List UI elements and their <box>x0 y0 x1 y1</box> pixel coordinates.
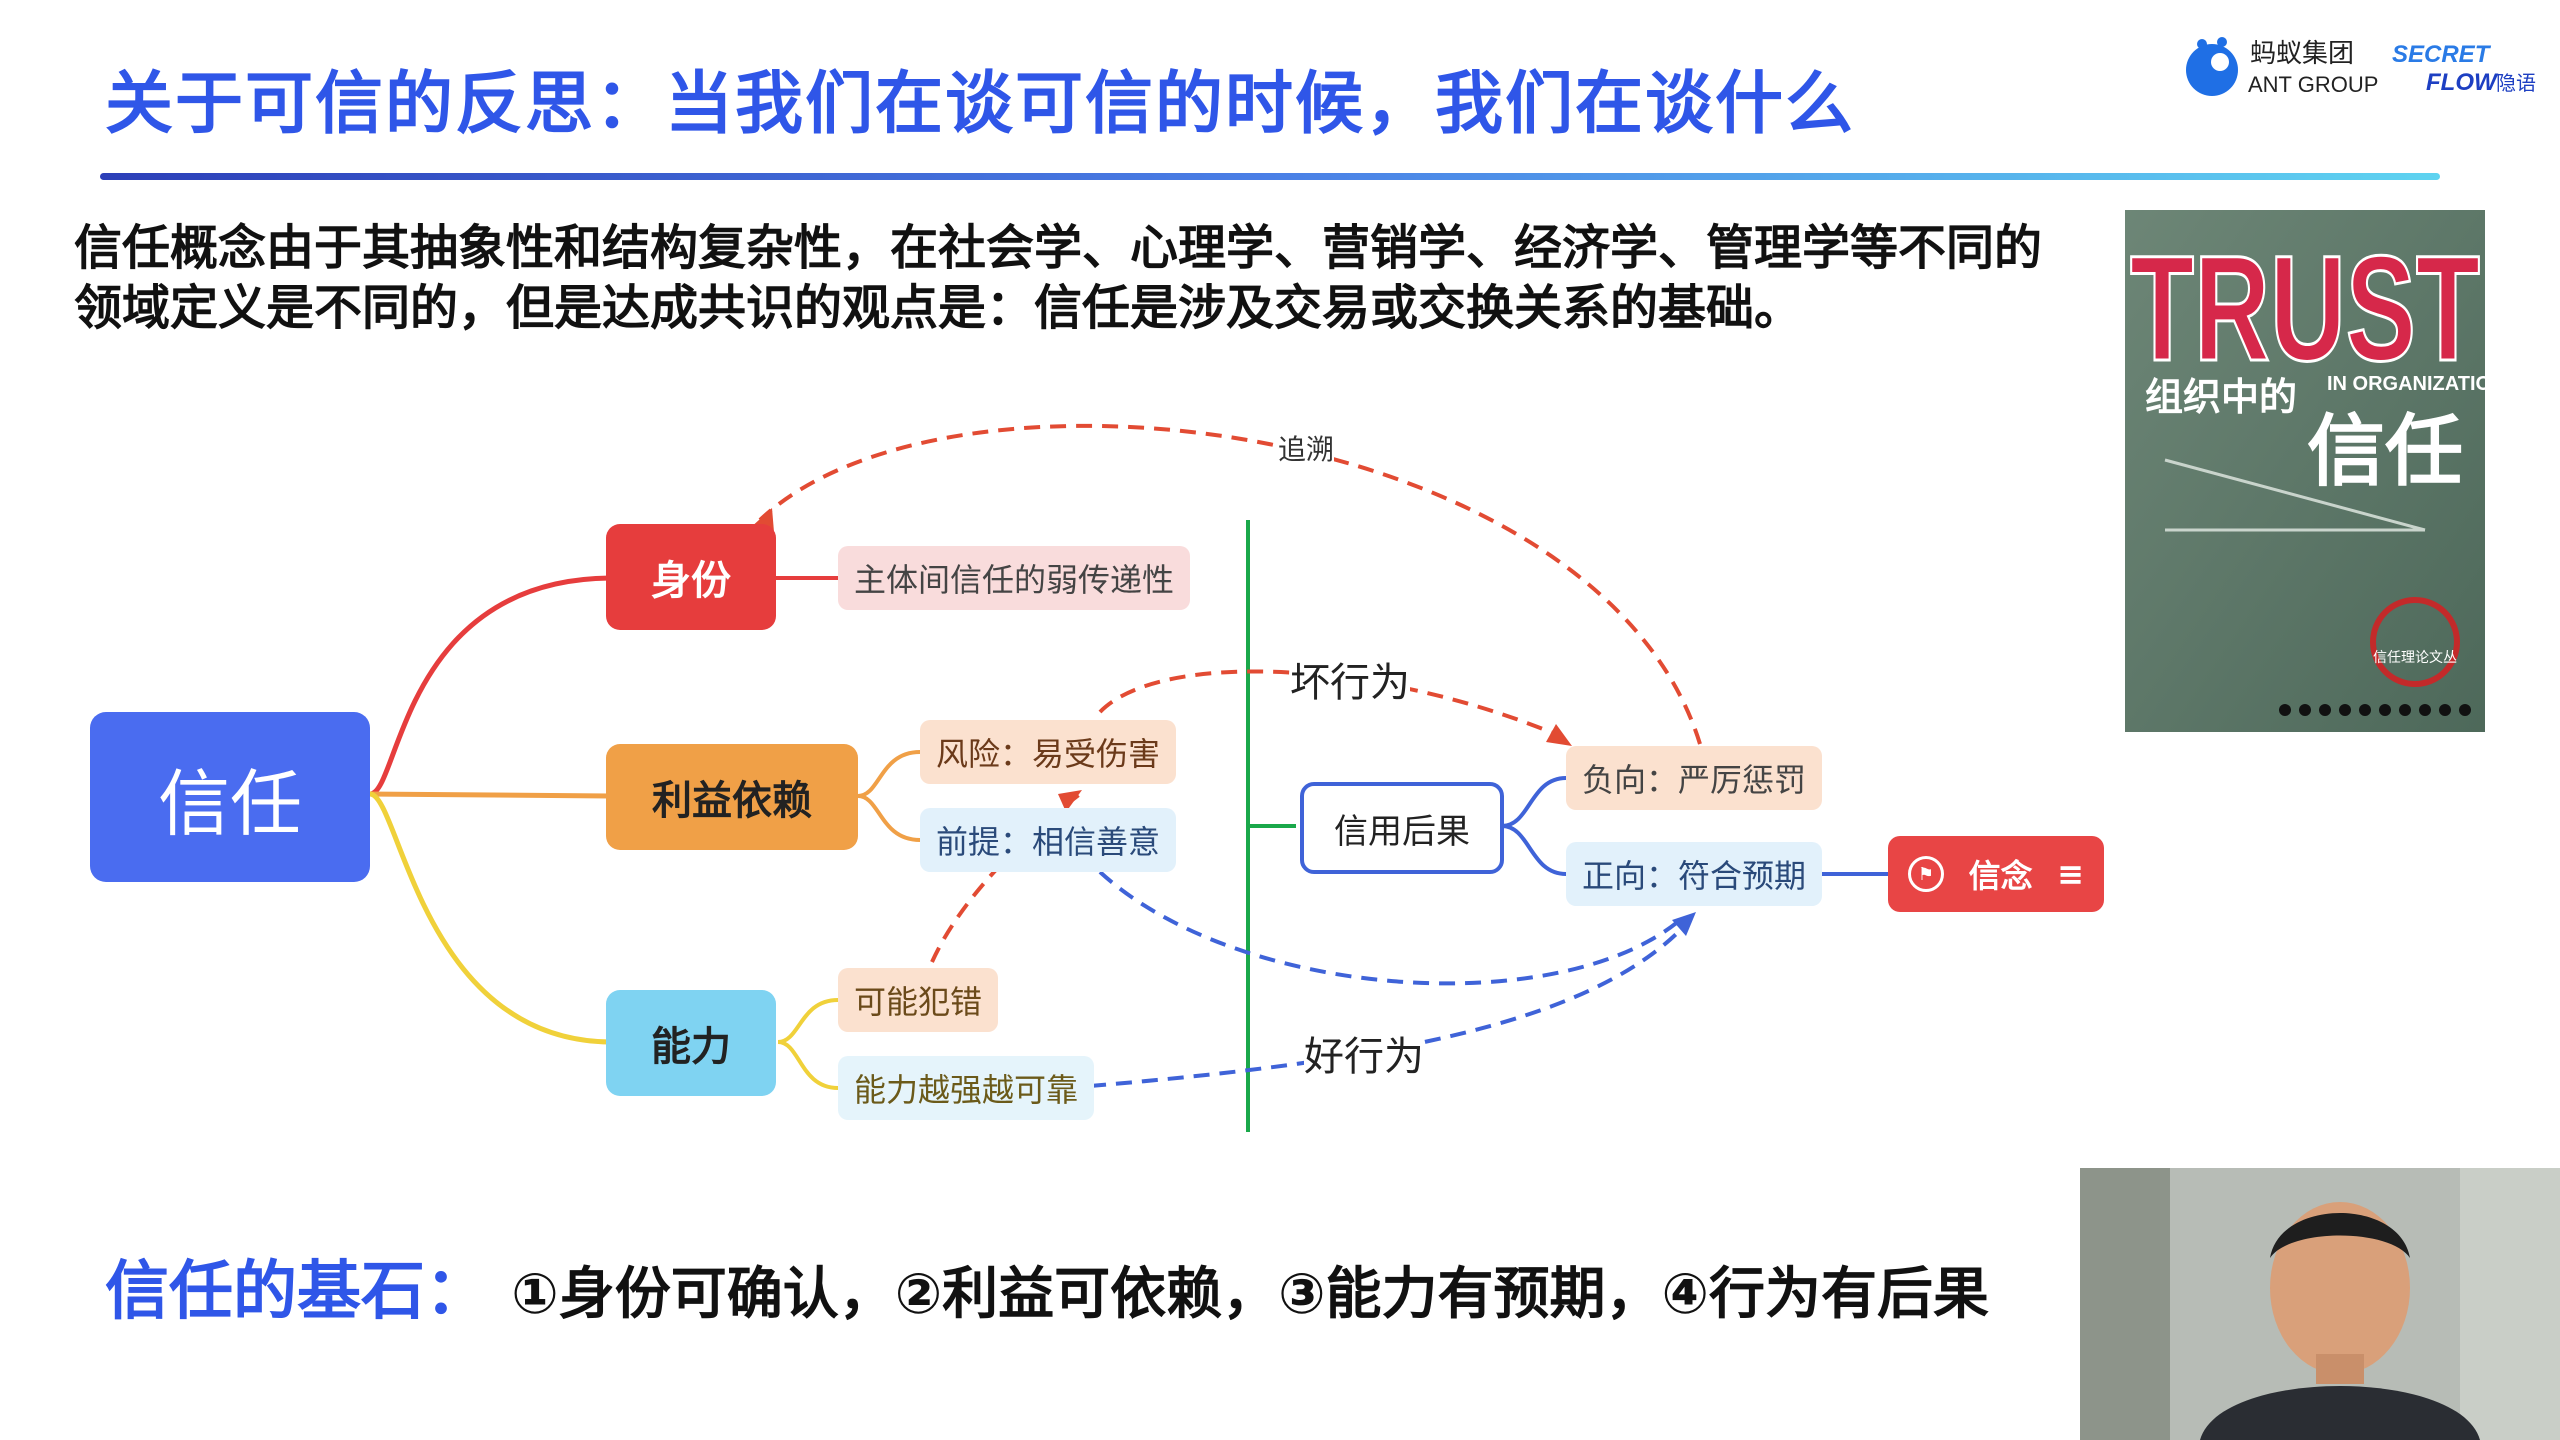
branch-ability: 能力 <box>606 990 776 1096</box>
trace-arc <box>758 423 1702 745</box>
speaker-webcam <box>2080 1168 2560 1440</box>
trust-mindmap: 信任 身份 利益依赖 能力 主体间信任的弱传递性 风险：易受伤害 前提：相信善意… <box>0 380 2150 1160</box>
slide-title: 关于可信的反思：当我们在谈可信的时候，我们在谈什么 <box>105 65 1856 144</box>
footer-cornerstones: 信任的基石： ①身份可确认，②利益可依赖，③能力有预期，④行为有后果 <box>105 1240 1989 1332</box>
good-behavior-arc <box>1089 918 1692 1088</box>
title-underline <box>100 173 2440 180</box>
svg-text:蚂蚁集团: 蚂蚁集团 <box>2250 39 2354 69</box>
book-cover-image: TRUST 组织中的 IN ORGANIZATIONS 信任 信任理论文丛 <box>2125 210 2519 732</box>
svg-text:信任理论文丛: 信任理论文丛 <box>2373 650 2457 666</box>
leaf-may-err: 可能犯错 <box>838 968 999 1032</box>
leaf-stronger-reliable: 能力越强越可靠 <box>838 1056 1095 1120</box>
footer-text: ①身份可确认，②利益可依赖，③能力有预期，④行为有后果 <box>511 1262 1989 1327</box>
svg-text:FLOW: FLOW <box>2426 69 2499 96</box>
svg-text:隐语: 隐语 <box>2496 71 2536 95</box>
svg-text:SECRET: SECRET <box>2392 41 2492 68</box>
leaf-premise: 前提：相信善意 <box>920 808 1177 872</box>
svg-text:组织中的: 组织中的 <box>2145 375 2297 419</box>
bad-behavior-arc <box>1098 669 1561 738</box>
ant-logo-icon <box>2186 44 2238 96</box>
edge-root-identity <box>369 575 611 797</box>
positive-consequence: 正向：符合预期 <box>1566 842 1823 906</box>
root-node-trust: 信任 <box>90 712 370 882</box>
leaf-risk: 风险：易受伤害 <box>920 720 1177 784</box>
svg-text:ANT GROUP: ANT GROUP <box>2248 72 2378 97</box>
flag-icon: ⚑ <box>1908 856 1944 892</box>
leaf-weak-transitivity: 主体间信任的弱传递性 <box>838 546 1191 610</box>
belief-node[interactable]: ⚑ 信念 ≡ <box>1888 836 2104 912</box>
premise-to-positive-arc <box>1098 870 1682 986</box>
svg-text:TRUST: TRUST <box>2130 224 2480 392</box>
credit-outcome-node: 信用后果 <box>1300 782 1504 874</box>
negative-consequence: 负向：严厉惩罚 <box>1566 746 1823 810</box>
intro-paragraph: 信任概念由于其抽象性和结构复杂性，在社会学、心理学、营销学、经济学、管理学等不同… <box>74 220 2043 336</box>
edge-root-interest <box>369 791 611 799</box>
menu-icon: ≡ <box>2057 855 2084 893</box>
branch-identity: 身份 <box>606 524 776 630</box>
edge-label-bad-behavior: 坏行为 <box>1290 650 1410 708</box>
branch-interest: 利益依赖 <box>606 744 858 850</box>
edge-label-good-behavior: 好行为 <box>1304 1024 1424 1082</box>
edge-label-trace: 追溯 <box>1278 428 1335 468</box>
edge-root-ability <box>369 791 611 1045</box>
svg-text:信任: 信任 <box>2307 407 2463 497</box>
svg-text:IN ORGANIZATIONS: IN ORGANIZATIONS <box>2327 373 2485 395</box>
footer-label: 信任的基石： <box>105 1255 489 1329</box>
belief-label: 信念 <box>1968 857 2033 895</box>
company-logo: 蚂蚁集团 ANT GROUP SECRET FLOW 隐语 <box>2180 26 2550 106</box>
